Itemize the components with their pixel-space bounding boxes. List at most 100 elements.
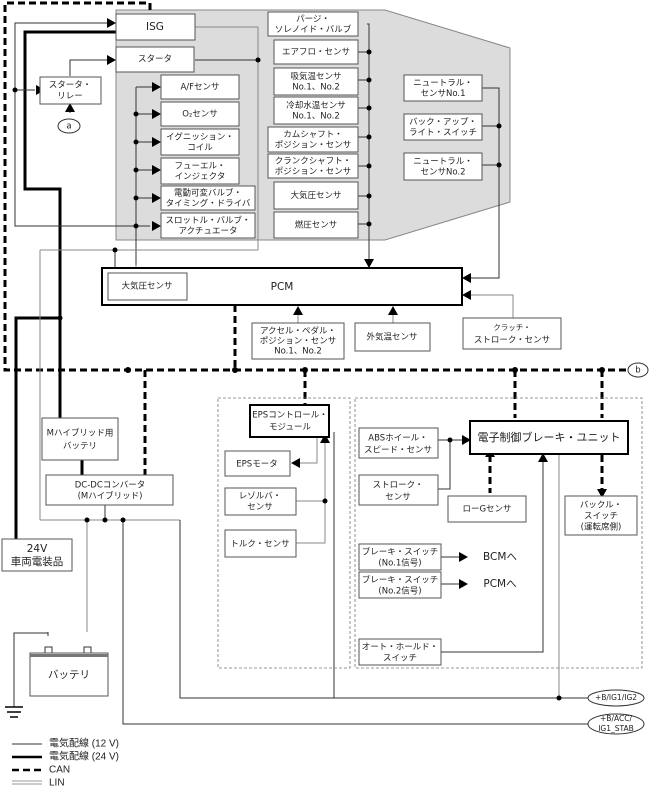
svg-text:(Mハイブリッド): (Mハイブリッド) (78, 491, 143, 502)
svg-text:リレー: リレー (57, 92, 83, 102)
pcm-box[interactable]: 大気圧センサ PCM (101, 267, 463, 306)
svg-text:(No.2信号): (No.2信号) (378, 586, 421, 597)
engine-sensor-0[interactable]: パージ・ソレノイド・バルブ (267, 11, 359, 37)
pcm-label: PCM (271, 281, 294, 293)
svg-text:電子制御ブレーキ・ユニット: 電子制御ブレーキ・ユニット (478, 430, 621, 444)
engine-sensor-5[interactable]: クランクシャフト・ポジション・センサ (267, 153, 359, 179)
svg-text:モジュール: モジュール (269, 423, 311, 433)
brake-stroke-sensor-box[interactable]: ストローク・ センサ (358, 474, 439, 506)
pcm-baro-sensor-label: 大気圧センサ (121, 281, 172, 292)
engine-actuator-label: インジェクタ (175, 172, 226, 182)
abs-sensor-box[interactable]: ABSホイール・ スピード・センサ (358, 427, 439, 459)
to-pcm-label: PCMへ (483, 578, 516, 590)
engine-actuator-2[interactable]: イグニッション・コイル (160, 128, 240, 156)
engine-actuator-label: コイル (187, 143, 213, 153)
svg-text:電気配線 (12 V): 電気配線 (12 V) (49, 737, 119, 750)
starter-relay-box[interactable]: スタータ・ リレー (39, 76, 102, 105)
svg-text:EPSコントロール・: EPSコントロール・ (252, 411, 327, 421)
clutch-stroke-sensor-box[interactable]: クラッチ・ ストローク・センサ (462, 317, 562, 350)
engine-actuator-1[interactable]: O₂センサ (160, 101, 240, 127)
svg-text:センサ: センサ (385, 493, 411, 503)
isg-label: ISG (146, 21, 164, 33)
can-bus (3, 1, 628, 493)
engine-sensor-label: No.1、No.2 (292, 111, 340, 121)
transmission-sensor-label: センサNo.2 (420, 167, 465, 177)
svg-text:外気温センサ: 外気温センサ (366, 332, 417, 343)
resolver-sensor-box[interactable]: レゾルバ・ センサ (224, 487, 297, 516)
svg-text:スピード・センサ: スピード・センサ (364, 446, 432, 456)
transmission-sensor-label: ニュートラル・ (413, 157, 473, 167)
transmission-sensor-1[interactable]: バック・アップ・ライト・スイッチ (403, 113, 483, 141)
svg-text:DC-DCコンバータ: DC-DCコンバータ (75, 481, 146, 491)
transmission-sensor-list: ニュートラル・センサNo.1バック・アップ・ライト・スイッチニュートラル・センサ… (403, 74, 483, 181)
transmission-sensor-0[interactable]: ニュートラル・センサNo.1 (403, 74, 483, 102)
transmission-sensor-label: センサNo.1 (420, 89, 465, 99)
legend-item-lin: LIN (12, 778, 65, 789)
torque-sensor-box[interactable]: トルク・センサ (224, 529, 297, 558)
legend-item-wire-24v: 電気配線 (24 V) (12, 750, 119, 763)
mhybrid-battery-box[interactable]: Mハイブリッド用 バッテリ (41, 417, 119, 461)
ambient-temp-sensor-box[interactable]: 外気温センサ (354, 322, 431, 352)
engine-sensor-label: 吸気温センサ (290, 71, 341, 82)
vehicle-24v-box[interactable]: 24V 車両電装品 (1, 538, 73, 572)
starter-relay-label: スタータ・ (49, 81, 92, 91)
starter-box[interactable]: スタータ (115, 46, 195, 73)
engine-actuator-label: フューエル・ (174, 161, 225, 171)
connector-b: b (627, 362, 649, 378)
eps-frame (217, 397, 351, 669)
ground-icon (5, 706, 23, 718)
svg-text:ストローク・: ストローク・ (373, 481, 424, 491)
svg-text:No.1、No.2: No.1、No.2 (274, 347, 322, 357)
brake-switch-no2-box[interactable]: ブレーキ・スイッチ (No.2信号) (358, 571, 442, 599)
battery-12v[interactable]: バッテリ (29, 646, 109, 697)
engine-actuator-label: スロットル・バルブ・ (165, 215, 250, 226)
isg-box[interactable]: ISG (115, 13, 196, 41)
engine-sensor-6[interactable]: 大気圧センサ (273, 181, 359, 210)
engine-sensor-1[interactable]: エアフロ・センサ (273, 39, 359, 65)
svg-text:(No.1信号): (No.1信号) (378, 558, 421, 569)
accel-pedal-sensor-box[interactable]: アクセル・ペダル・ ポジション・センサ No.1、No.2 (251, 322, 345, 360)
eps-motor-box[interactable]: EPSモータ (224, 450, 291, 477)
svg-text:ブレーキ・スイッチ: ブレーキ・スイッチ (362, 575, 439, 586)
engine-sensor-label: 大気圧センサ (290, 190, 341, 201)
engine-actuator-0[interactable]: A/Fセンサ (160, 74, 240, 100)
transmission-sensor-label: ライト・スイッチ (409, 128, 477, 138)
engine-sensor-label: ポジション・センサ (275, 140, 352, 150)
svg-text:バックル・: バックル・ (580, 501, 622, 511)
svg-text:Mハイブリッド用: Mハイブリッド用 (47, 428, 114, 439)
svg-text:クラッチ・: クラッチ・ (493, 323, 531, 332)
svg-text:トルク・センサ: トルク・センサ (230, 540, 289, 550)
engine-actuator-3[interactable]: フューエル・インジェクタ (160, 157, 240, 185)
junction-dots (12, 49, 605, 701)
transmission-sensor-label: ニュートラル・ (413, 78, 473, 88)
eps-module-box[interactable]: EPSコントロール・ モジュール (249, 404, 330, 438)
engine-sensor-label: No.1、No.2 (292, 82, 340, 92)
engine-actuator-label: 電動可変バルブ・ (174, 187, 242, 198)
transmission-sensor-2[interactable]: ニュートラル・センサNo.2 (403, 152, 483, 181)
svg-text:b: b (635, 366, 640, 376)
svg-text:車両電装品: 車両電装品 (11, 555, 64, 568)
engine-sensor-label: エアフロ・センサ (282, 48, 350, 58)
svg-text:ブレーキ・スイッチ: ブレーキ・スイッチ (362, 547, 439, 558)
engine-sensor-7[interactable]: 燃圧センサ (273, 211, 359, 239)
auto-hold-switch-box[interactable]: オート・ホールド・ スイッチ (358, 638, 442, 666)
engine-actuator-4[interactable]: 電動可変バルブ・タイミング・ドライバ (160, 185, 256, 211)
buckle-switch-box[interactable]: バックル・ スイッチ (運転席側) (564, 495, 638, 536)
terminal-acc: +B/ACC/ IG1_STAB (587, 713, 645, 735)
engine-sensor-label: カムシャフト・ (283, 130, 343, 140)
engine-actuator-5[interactable]: スロットル・バルブ・アクチュエータ (160, 212, 256, 239)
brake-unit-box[interactable]: 電子制御ブレーキ・ユニット (469, 420, 629, 455)
engine-sensor-label: 燃圧センサ (295, 220, 338, 231)
brake-switch-no1-box[interactable]: ブレーキ・スイッチ (No.1信号) (358, 543, 442, 571)
wires-12v (13, 22, 590, 725)
low-g-sensor-box[interactable]: ローGセンサ (447, 495, 527, 523)
dcdc-converter-box[interactable]: DC-DCコンバータ (Mハイブリッド) (45, 474, 174, 506)
svg-text:レゾルバ・: レゾルバ・ (239, 492, 282, 502)
svg-text:電気配線 (24 V): 電気配線 (24 V) (49, 750, 119, 763)
svg-text:+B/IG1/IG2: +B/IG1/IG2 (595, 693, 637, 702)
engine-sensor-4[interactable]: カムシャフト・ポジション・センサ (267, 126, 359, 153)
to-bcm-label: BCMへ (483, 551, 517, 563)
legend-item-wire-12v: 電気配線 (12 V) (12, 737, 119, 750)
